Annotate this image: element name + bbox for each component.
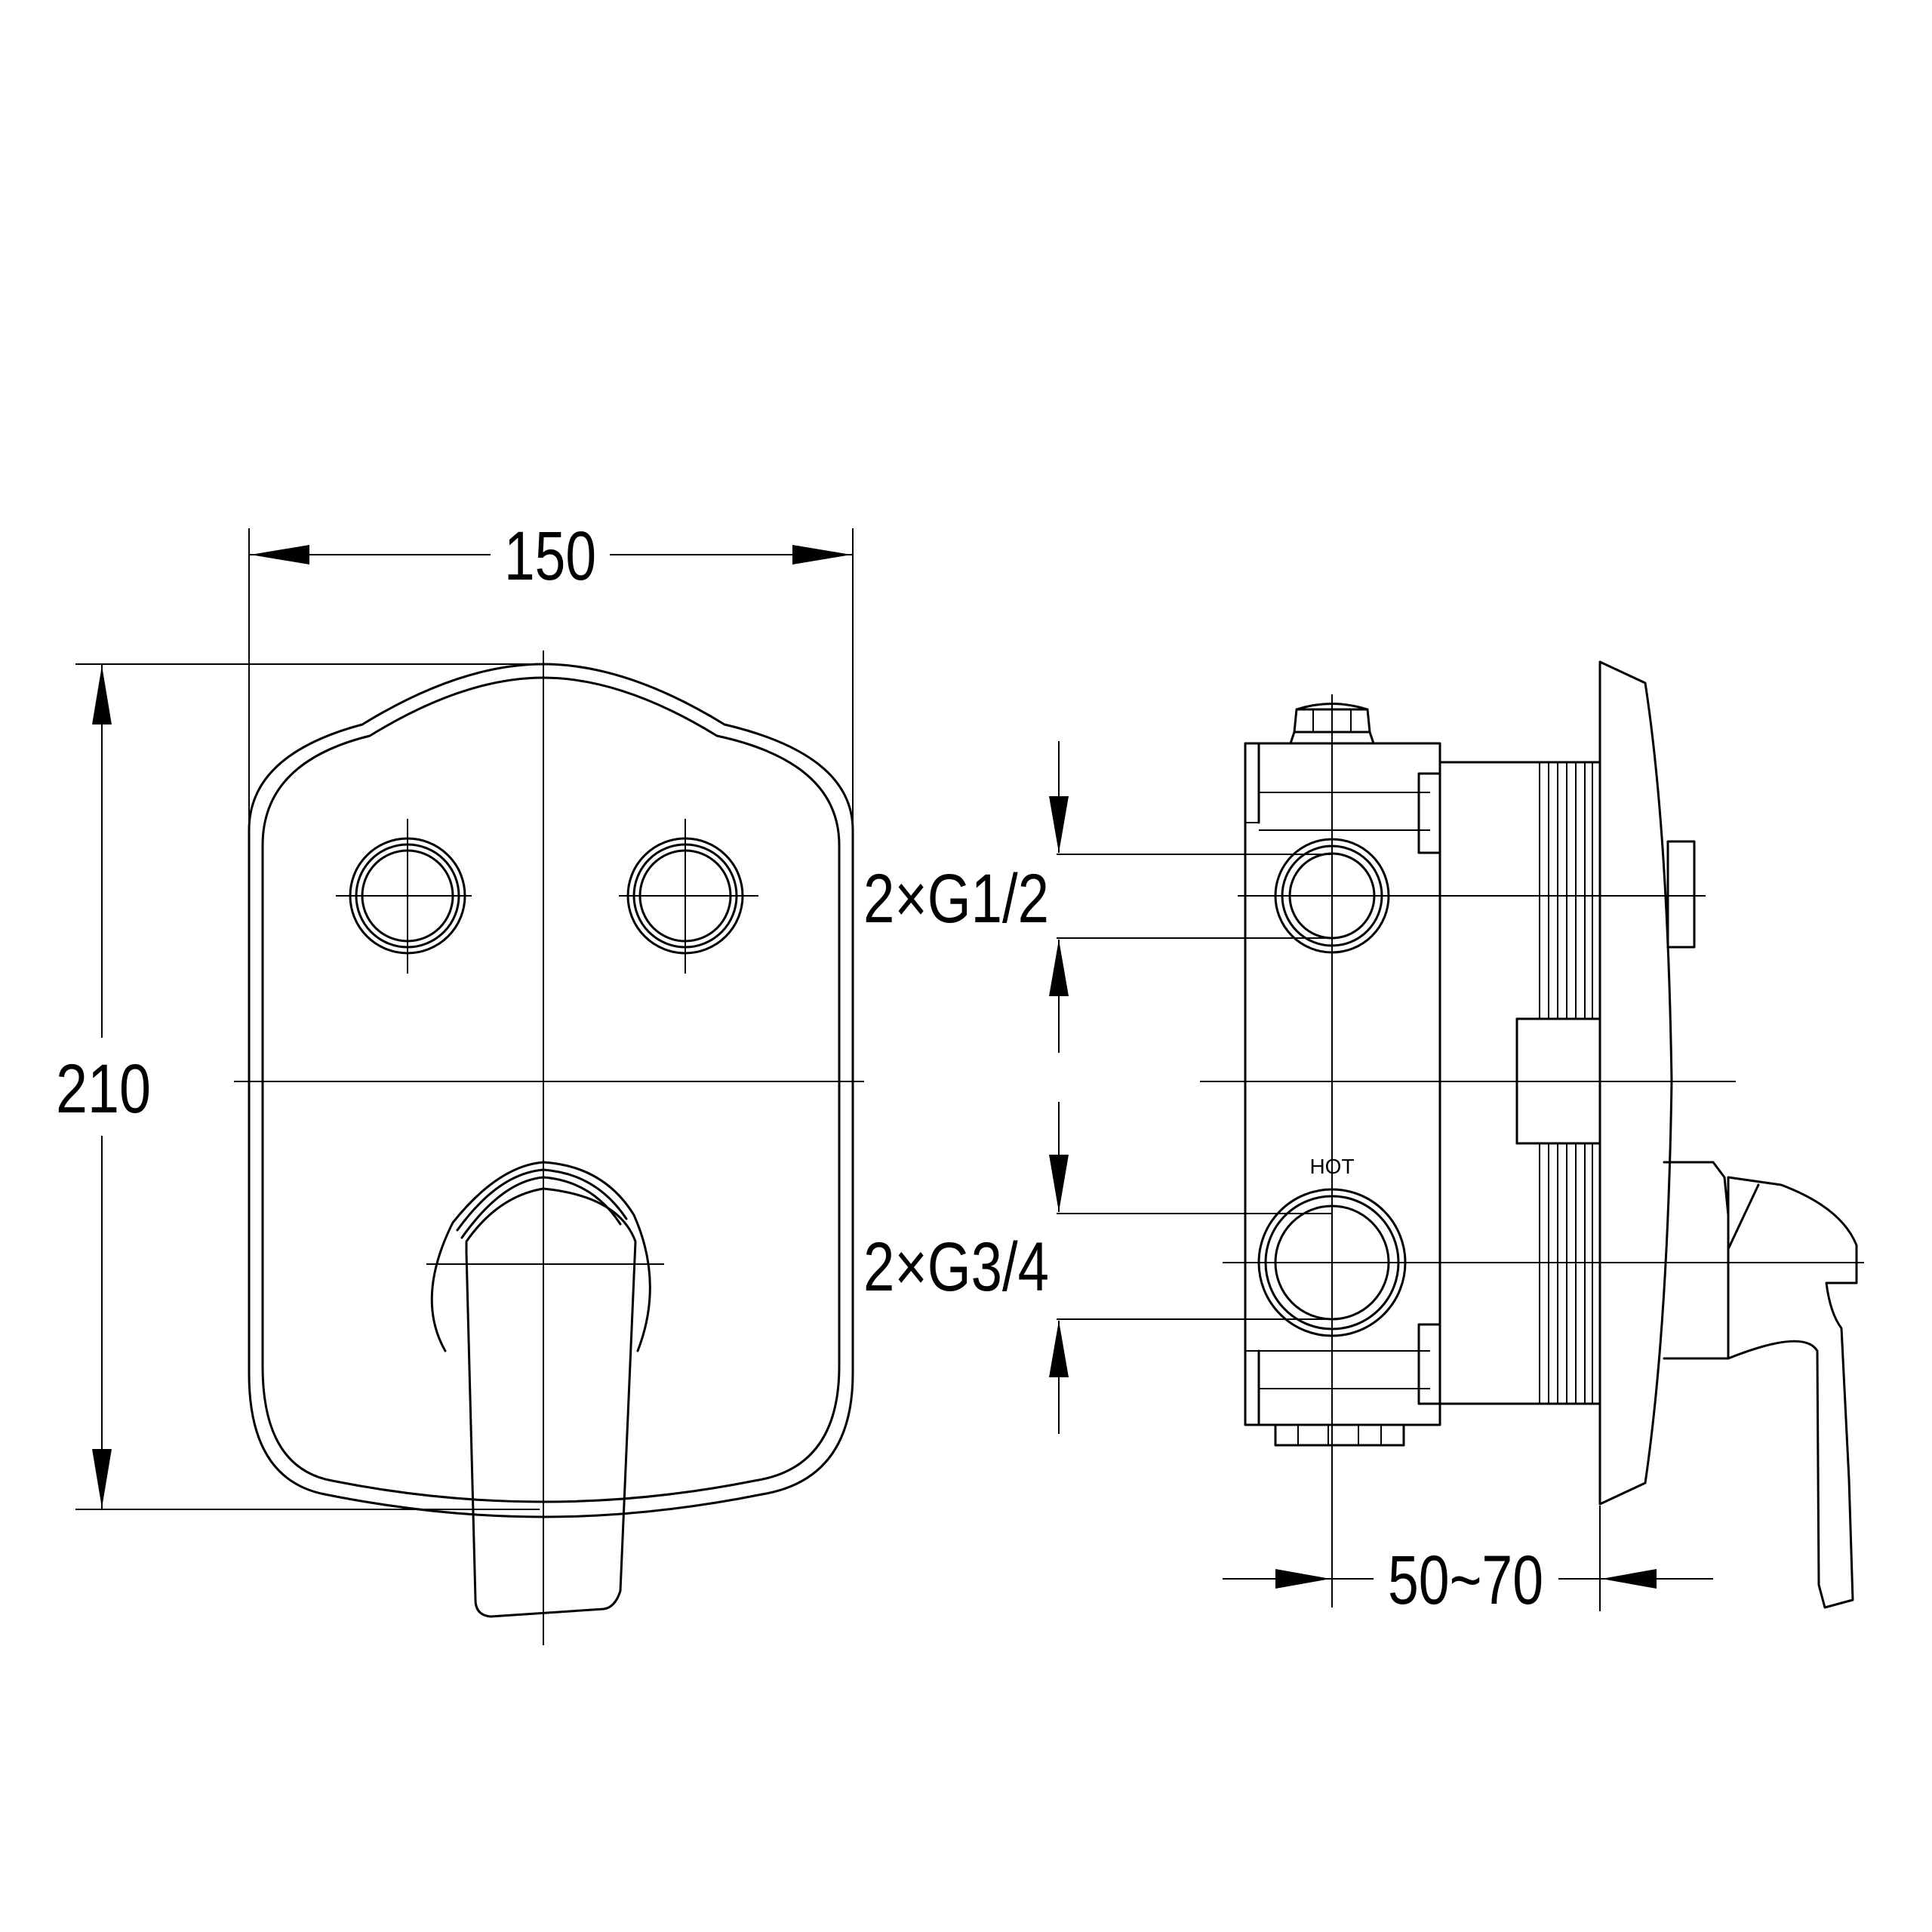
wall-plate-profile [1598, 660, 1673, 1506]
inlet-thread-label: 2×G3/4 [863, 1229, 1049, 1306]
cover-plate-outer [248, 663, 854, 1518]
diverter-button-side [1666, 840, 1696, 949]
valve-body [1244, 742, 1441, 1426]
left-diverter-button [336, 819, 472, 974]
depth-value: 50~70 [1388, 1542, 1543, 1619]
front-view: 150 210 [56, 518, 864, 1645]
thread-lines-lower [1539, 1143, 1593, 1404]
hot-label: HOT [1309, 1155, 1354, 1178]
depth-dimension: 50~70 [1223, 1506, 1713, 1619]
lever-handle-side [1727, 1176, 1858, 1609]
handle-base-side [1663, 1161, 1730, 1360]
height-value: 210 [56, 1051, 151, 1128]
width-value: 150 [504, 518, 596, 595]
side-view: HOT [863, 660, 1864, 1619]
right-diverter-button [619, 819, 758, 974]
inlet-thread-dimension: 2×G3/4 [863, 1102, 1332, 1434]
cover-plate-inner [261, 676, 841, 1503]
height-dimension: 210 [56, 663, 543, 1510]
handle-base-ring [430, 1161, 651, 1352]
lever-handle [465, 1187, 637, 1618]
inlet-port: HOT [1223, 1155, 1864, 1337]
outlet-thread-dimension: 2×G1/2 [863, 741, 1332, 1053]
outlet-port [1238, 838, 1706, 954]
thread-lines-upper [1539, 762, 1593, 1019]
bottom-plug-nut [1274, 1423, 1405, 1447]
outlet-thread-label: 2×G1/2 [863, 860, 1049, 937]
width-dimension: 150 [248, 518, 854, 830]
